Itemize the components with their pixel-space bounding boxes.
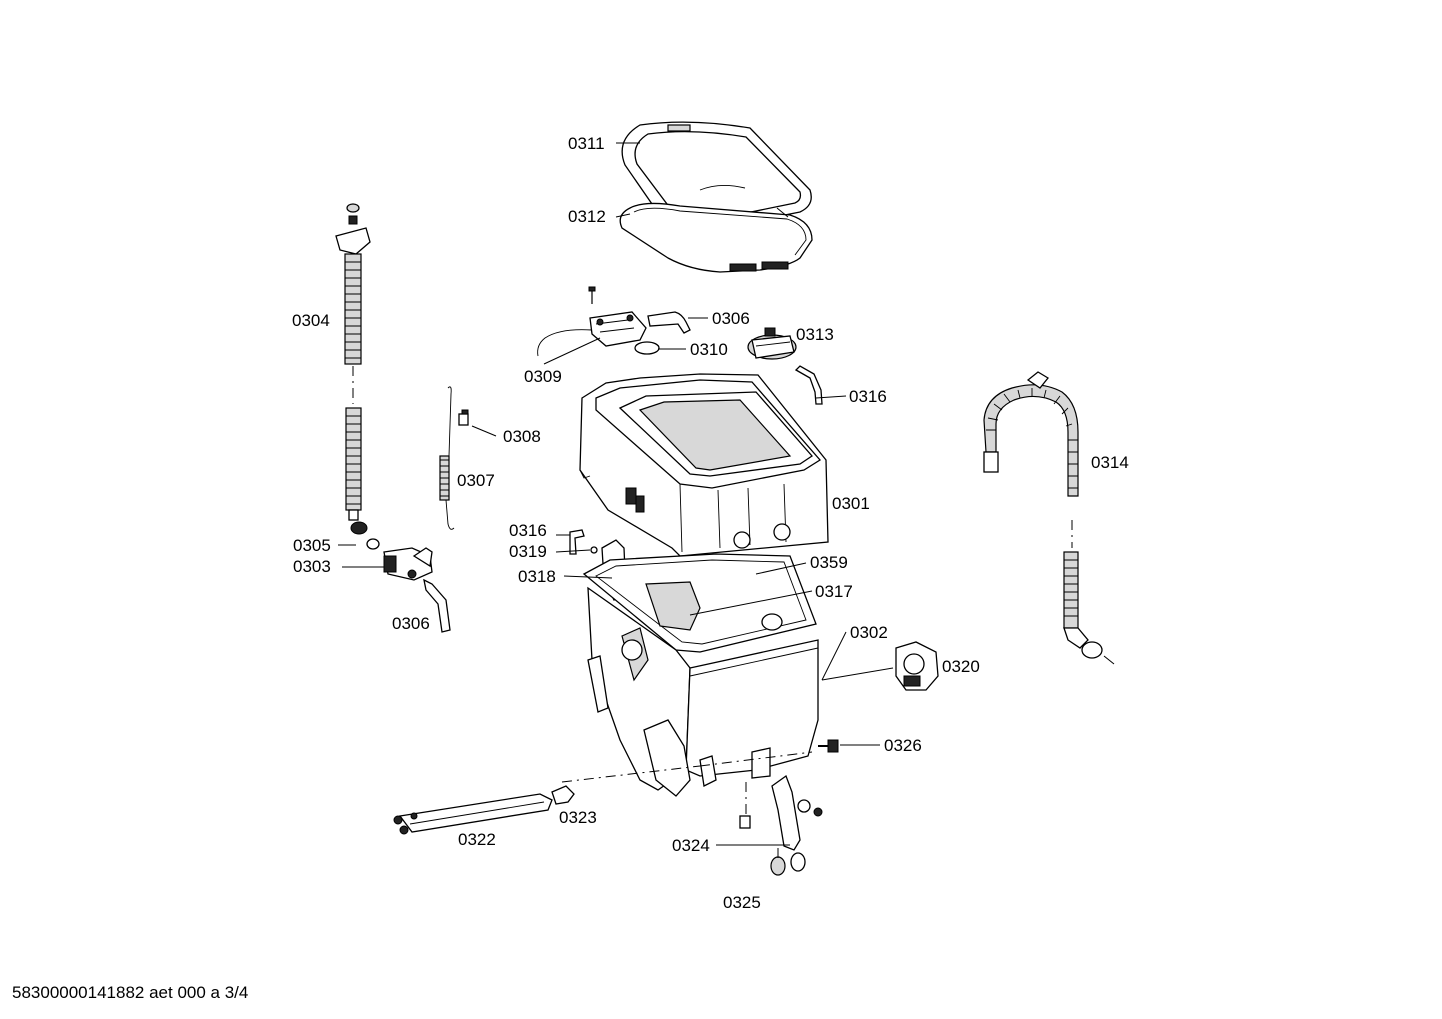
part-0312-clamp-ring	[619, 202, 813, 273]
callout-labels: 0311 0312 0304 0306 0313 0310 0309 0316 …	[292, 134, 1129, 912]
callout-0301: 0301	[832, 494, 870, 513]
callout-0316-upper: 0316	[849, 387, 887, 406]
callout-0311: 0311	[568, 134, 605, 153]
part-0324-strap	[739, 774, 823, 851]
part-0307-spring-rod	[439, 386, 455, 530]
callout-0325: 0325	[723, 893, 761, 912]
part-0316-hose-small	[569, 529, 585, 555]
callout-0306-lower: 0306	[392, 614, 430, 633]
callout-0319: 0319	[509, 542, 547, 561]
callout-0320: 0320	[942, 657, 980, 676]
callout-0306-upper: 0306	[712, 309, 750, 328]
callout-0314: 0314	[1091, 453, 1129, 472]
part-0310-o-ring	[634, 341, 660, 355]
callout-0303: 0303	[293, 557, 331, 576]
callout-0313: 0313	[796, 325, 834, 344]
part-0305-washer	[350, 521, 380, 550]
part-0301-top-housing	[579, 373, 829, 557]
callout-0326: 0326	[884, 736, 922, 755]
part-0320-drain-pump	[895, 641, 939, 691]
document-code: 58300000141882 aet 000 a 3/4	[12, 983, 248, 1002]
callout-0323: 0323	[559, 808, 597, 827]
part-0314-drain-hose	[983, 371, 1115, 665]
part-0303-inlet-valve	[383, 547, 433, 581]
part-0304-inlet-hose	[335, 203, 371, 521]
callout-0316-lower: 0316	[509, 521, 547, 540]
callout-0304: 0304	[292, 311, 330, 330]
callout-0318: 0318	[518, 567, 556, 586]
part-0323-clip	[551, 785, 575, 805]
part-screw-small	[588, 286, 596, 304]
part-0359-gasket	[582, 553, 817, 653]
part-0319-screw	[590, 546, 598, 554]
callout-0302: 0302	[850, 623, 888, 642]
part-0316-hose-upper	[794, 365, 823, 405]
callout-0322: 0322	[458, 830, 496, 849]
part-0302-tub	[587, 581, 819, 797]
callout-0307: 0307	[457, 471, 495, 490]
callout-0309: 0309	[524, 367, 562, 386]
part-0326-screw	[818, 739, 839, 753]
callout-0305: 0305	[293, 536, 331, 555]
callout-0312: 0312	[568, 207, 606, 226]
callout-0310: 0310	[690, 340, 728, 359]
part-0325-plugs	[770, 852, 806, 876]
part-0306-hose-lower	[423, 578, 451, 633]
part-0313-pressure-switch	[747, 327, 797, 360]
callout-0324: 0324	[672, 836, 710, 855]
part-0308-clip	[458, 409, 469, 426]
callout-0317: 0317	[815, 582, 853, 601]
callout-0359: 0359	[810, 553, 848, 572]
leader-lines	[338, 142, 894, 846]
part-0322-heating-element	[393, 793, 553, 835]
callout-0308: 0308	[503, 427, 541, 446]
part-0309-sensor-assembly	[537, 311, 691, 357]
assembly-axes	[561, 751, 813, 858]
